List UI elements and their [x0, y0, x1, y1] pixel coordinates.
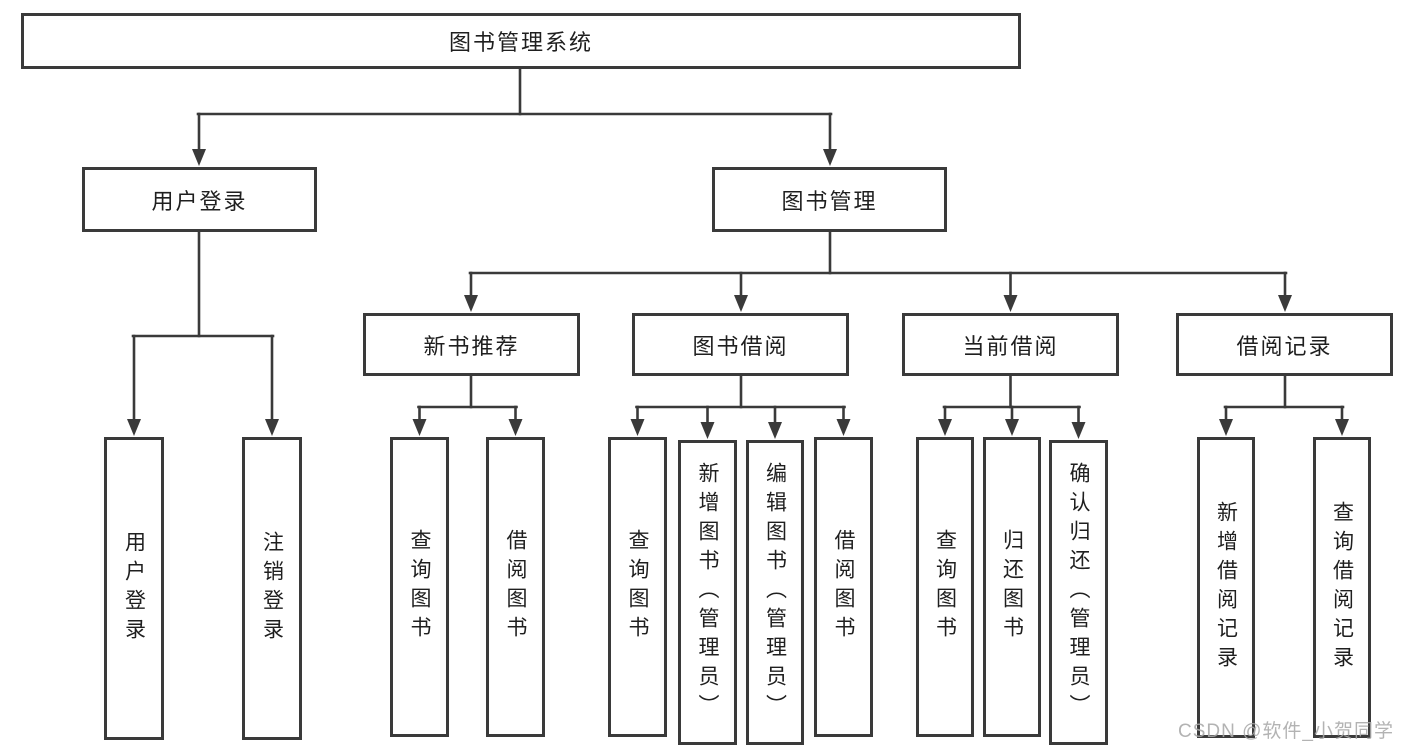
leaf-br-add-record: 新增借阅记录 — [1197, 437, 1255, 738]
leaf-bb-query-books-label: 查询图书 — [626, 529, 649, 645]
leaf-bb-add-books-admin: 新增图书（管理员） — [678, 440, 737, 745]
leaf-cb-confirm-return-admin: 确认归还（管理员） — [1049, 440, 1108, 745]
leaf-user-login-label: 用户登录 — [122, 530, 146, 647]
node-current-borrowing-label: 当前借阅 — [962, 333, 1059, 359]
watermark: CSDN @软件_小贺同学 — [1178, 721, 1394, 742]
leaf-bb-query-books: 查询图书 — [608, 437, 667, 737]
leaf-user-login: 用户登录 — [104, 437, 164, 740]
leaf-nbr-borrow-books-label: 借阅图书 — [504, 529, 527, 645]
leaf-nbr-query-books: 查询图书 — [390, 437, 449, 737]
leaf-logout-label: 注销登录 — [260, 530, 284, 647]
leaf-nbr-borrow-books: 借阅图书 — [486, 437, 545, 737]
leaf-cb-return-books: 归还图书 — [983, 437, 1041, 737]
leaf-cb-query-books-label: 查询图书 — [933, 529, 957, 645]
node-user-login-branch: 用户登录 — [82, 167, 317, 232]
leaf-bb-borrow-books: 借阅图书 — [814, 437, 873, 737]
leaf-nbr-query-books-label: 查询图书 — [408, 529, 431, 645]
connector-segments — [131, 67, 1345, 426]
leaf-br-query-record-label: 查询借阅记录 — [1330, 500, 1354, 675]
node-new-book-recommend-label: 新书推荐 — [423, 333, 520, 359]
leaf-cb-confirm-return-admin-label: 确认归还（管理员） — [1067, 462, 1090, 723]
node-borrowing-records-label: 借阅记录 — [1236, 333, 1333, 359]
leaf-br-add-record-label: 新增借阅记录 — [1214, 500, 1238, 675]
leaf-cb-query-books: 查询图书 — [916, 437, 974, 737]
node-book-borrowing: 图书借阅 — [632, 313, 849, 376]
leaf-logout: 注销登录 — [242, 437, 302, 740]
leaf-br-query-record: 查询借阅记录 — [1313, 437, 1371, 738]
arrowheads — [127, 149, 1349, 439]
leaf-cb-return-books-label: 归还图书 — [1000, 529, 1024, 645]
leaf-bb-borrow-books-label: 借阅图书 — [832, 529, 855, 645]
node-book-management: 图书管理 — [712, 167, 947, 232]
node-current-borrowing: 当前借阅 — [902, 313, 1119, 376]
node-book-management-label: 图书管理 — [781, 188, 878, 214]
leaf-bb-edit-books-admin-label: 编辑图书（管理员） — [763, 462, 787, 723]
node-root-label: 图书管理系统 — [448, 30, 593, 55]
node-borrowing-records: 借阅记录 — [1176, 313, 1393, 376]
node-root: 图书管理系统 — [21, 13, 1021, 69]
node-book-borrowing-label: 图书借阅 — [692, 333, 789, 359]
node-user-login-branch-label: 用户登录 — [151, 188, 248, 214]
leaf-bb-add-books-admin-label: 新增图书（管理员） — [696, 462, 719, 723]
node-new-book-recommend: 新书推荐 — [363, 313, 580, 376]
leaf-bb-edit-books-admin: 编辑图书（管理员） — [746, 440, 804, 745]
